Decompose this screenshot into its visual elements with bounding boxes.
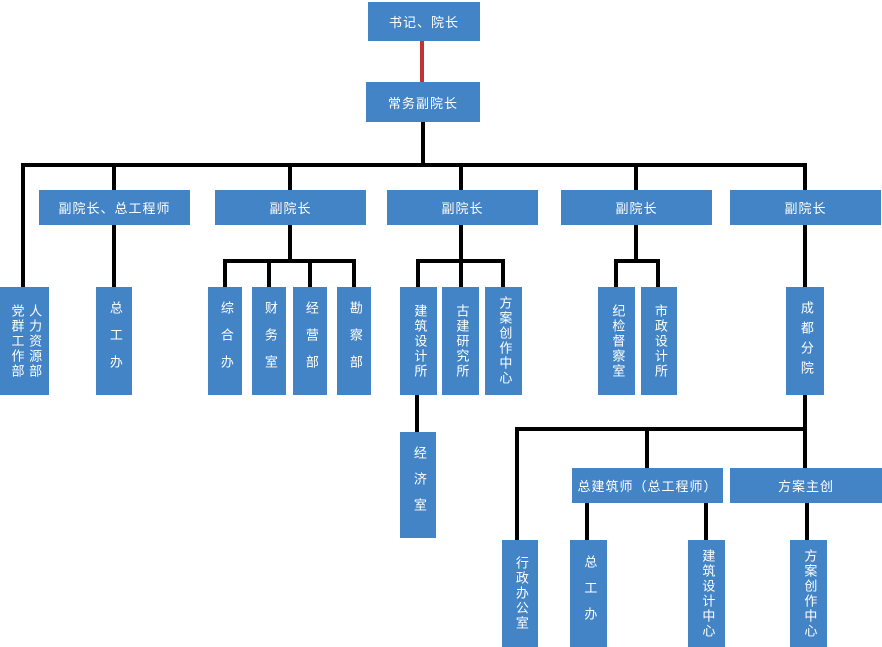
node-label: 经营部 (302, 300, 318, 382)
node-operations-dept: 经营部 (293, 287, 327, 395)
connector-line (21, 163, 807, 167)
node-ancient-architecture-research-institute: 古建研究所 (442, 287, 479, 395)
connector-line (803, 225, 807, 287)
connector-line (288, 167, 292, 190)
node-label: 总工办 (581, 554, 597, 633)
connector-line (352, 263, 356, 287)
connector-line (585, 503, 589, 540)
node-label: 勘察部 (346, 300, 362, 382)
connector-line (416, 263, 420, 287)
node-label: 方案创作中心 (496, 296, 512, 386)
node-survey-dept: 勘察部 (337, 287, 371, 395)
node-label-secondary: 人力资源部 (26, 303, 42, 379)
node-label: 总工办 (106, 300, 122, 382)
node-chief-engineer-office: 总工办 (96, 287, 132, 395)
node-label: 古建研究所 (453, 303, 469, 379)
node-discipline-inspection-office: 纪检督察室 (598, 287, 635, 395)
node-admin-office: 行政办公室 (502, 540, 538, 647)
node-label: 行政办公室 (512, 556, 528, 631)
connector-line (308, 263, 312, 287)
connector-line (803, 167, 807, 190)
connector-line (614, 259, 660, 263)
connector-line (614, 263, 618, 287)
node-vp-chief-engineer: 副院长、总工程师 (39, 190, 190, 225)
node-label: 经济室 (410, 446, 426, 524)
connector-line (21, 167, 25, 287)
node-vice-president-2: 副院长 (215, 190, 366, 225)
connector-line (704, 503, 708, 540)
node-label: 财务室 (261, 300, 277, 382)
node-secretary-president: 书记、院长 (368, 2, 480, 41)
connector-line (459, 167, 463, 190)
connector-line (634, 225, 638, 262)
node-finance-office: 财务室 (252, 287, 286, 395)
node-municipal-design-institute: 市政设计所 (641, 287, 677, 395)
node-executive-vice-president: 常务副院长 (366, 82, 480, 122)
connector-line (267, 263, 271, 287)
node-chief-architect: 总建筑师（总工程师） (572, 468, 723, 503)
node-scheme-lead: 方案主创 (730, 468, 882, 503)
node-general-office: 综合办 (208, 287, 242, 395)
connector-line (288, 225, 292, 262)
node-label: 方案创作中心 (801, 548, 817, 639)
node-branch-scheme-creation-center: 方案创作中心 (790, 540, 827, 647)
node-chengdu-branch: 成都分院 (786, 287, 824, 395)
node-label: 建筑设计中心 (699, 548, 715, 639)
connector-line (803, 395, 807, 468)
connector-line (112, 167, 116, 190)
connector-line (415, 395, 419, 432)
connector-line (416, 259, 505, 263)
node-label: 建筑设计所 (411, 303, 427, 379)
node-party-mass-and-hr-dept: 党群工作部人力资源部 (0, 287, 49, 395)
node-label: 纪检督察室 (609, 303, 625, 379)
connector-line (634, 167, 638, 190)
connector-line (459, 225, 463, 262)
connector-line (656, 263, 660, 287)
connector-line (805, 503, 809, 540)
connector-line (223, 259, 356, 263)
node-scheme-creation-center: 方案创作中心 (485, 287, 522, 395)
connector-line (223, 263, 227, 287)
connector-line (515, 427, 519, 540)
node-label: 成都分院 (797, 301, 813, 381)
connector-line (515, 427, 807, 431)
node-vice-president-3: 副院长 (387, 190, 538, 225)
connector-line (421, 122, 425, 163)
node-label: 市政设计所 (651, 303, 667, 379)
node-label: 综合办 (217, 300, 233, 382)
node-vice-president-4: 副院长 (561, 190, 712, 225)
node-label: 党群工作部 (8, 303, 24, 379)
node-architecture-design-center: 建筑设计中心 (688, 540, 725, 647)
node-economy-office: 经济室 (400, 432, 436, 538)
node-branch-chief-engineer-office: 总工办 (570, 540, 607, 647)
connector-line (645, 431, 649, 468)
node-vice-president-5: 副院长 (730, 190, 881, 225)
connector-line (501, 263, 505, 287)
connector-line (459, 263, 463, 287)
node-architecture-design-institute: 建筑设计所 (400, 287, 437, 395)
connector-line (112, 225, 116, 287)
connector-line-accent (420, 41, 424, 82)
